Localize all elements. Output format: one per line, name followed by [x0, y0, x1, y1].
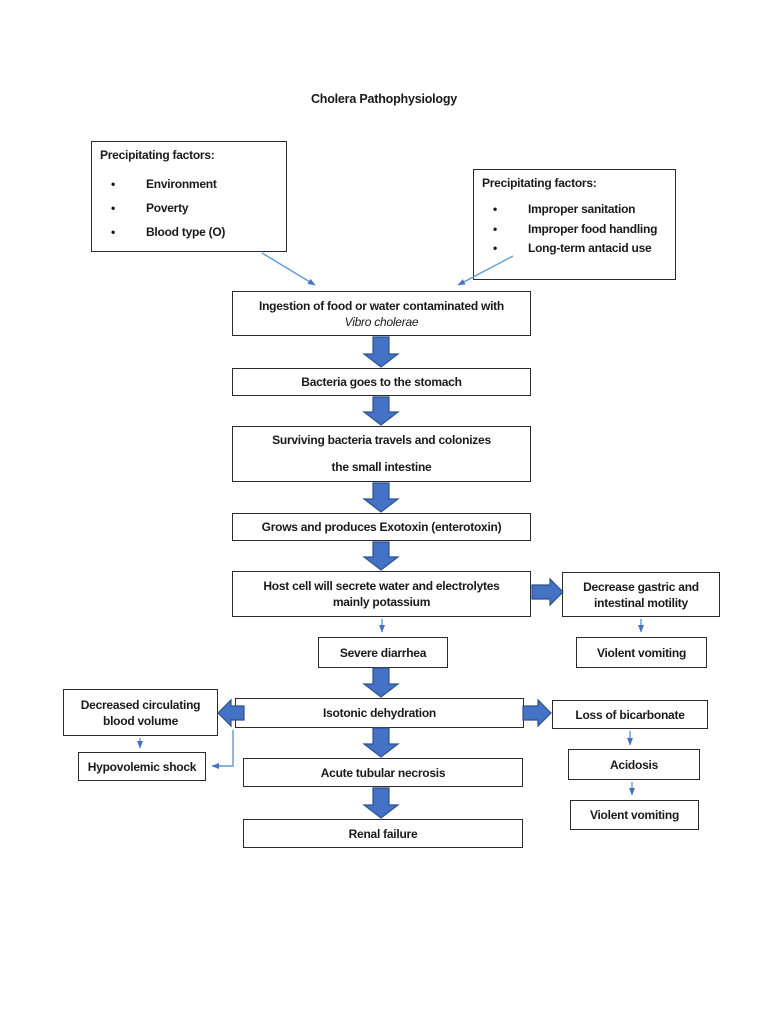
box-severe-diarrhea-label: Severe diarrhea	[339, 645, 427, 660]
block-arrow-dehydration-to-bicarbonate-icon	[522, 698, 552, 728]
box-acidosis-label: Acidosis	[609, 757, 658, 772]
box-violent-vomiting-top: Violent vomiting	[576, 637, 707, 668]
list-item: • Environment	[100, 172, 278, 196]
list-item: • Long-term antacid use	[482, 239, 667, 259]
bullet-icon: •	[111, 177, 115, 191]
list-item-label: Long-term antacid use	[528, 241, 652, 255]
factors-left-heading: Precipitating factors:	[100, 148, 215, 162]
box-ingestion-line1: Ingestion of food or water contaminated …	[258, 298, 504, 313]
bullet-icon: •	[493, 221, 497, 236]
box-ingestion: Ingestion of food or water contaminated …	[232, 291, 531, 336]
box-renal-failure-label: Renal failure	[348, 826, 418, 841]
block-arrow-dehydration-to-necrosis-icon	[362, 727, 400, 758]
box-motility-line2: intestinal motility	[594, 595, 688, 610]
box-precipitating-factors-right: Precipitating factors: • Improper sanita…	[473, 169, 676, 280]
block-arrow-diarrhea-to-dehydration-icon	[362, 667, 400, 698]
box-secrete-electrolytes: Host cell will secrete water and electro…	[232, 571, 531, 617]
box-colonize-line1: Surviving bacteria travels and colonizes	[272, 433, 491, 447]
box-loss-bicarbonate-label: Loss of bicarbonate	[575, 707, 685, 722]
connector-factors-left-to-ingestion	[261, 252, 316, 286]
block-arrow-necrosis-to-renal-icon	[362, 787, 400, 819]
bullet-icon: •	[493, 241, 497, 255]
box-severe-diarrhea: Severe diarrhea	[318, 637, 448, 668]
box-blood-volume-line1: Decreased circulating	[80, 697, 201, 712]
factors-right-list: • Improper sanitation • Improper food ha…	[482, 200, 667, 259]
bullet-icon: •	[111, 201, 115, 215]
box-isotonic-dehydration: Isotonic dehydration	[235, 698, 524, 728]
box-bacteria-stomach-label: Bacteria goes to the stomach	[301, 375, 462, 389]
block-arrow-stomach-to-colonize-icon	[362, 396, 400, 426]
list-item-label: Improper food handling	[528, 221, 658, 236]
box-bacteria-stomach: Bacteria goes to the stomach	[232, 368, 531, 396]
box-ingestion-line2: Vibro cholerae	[344, 314, 419, 329]
box-loss-bicarbonate: Loss of bicarbonate	[552, 700, 708, 729]
list-item-label: Poverty	[146, 201, 189, 215]
box-hypovolemic-shock: Hypovolemic shock	[78, 752, 206, 781]
box-hypovolemic-shock-label: Hypovolemic shock	[87, 759, 197, 774]
box-acidosis: Acidosis	[568, 749, 700, 780]
block-arrow-ingestion-to-stomach-icon	[362, 336, 400, 368]
list-item: • Blood type (O)	[100, 220, 278, 244]
box-violent-vomiting-top-label: Violent vomiting	[596, 645, 687, 660]
list-item: • Poverty	[100, 196, 278, 220]
box-precipitating-factors-left: Precipitating factors: • Environment • P…	[91, 141, 287, 252]
page-title: Cholera Pathophysiology	[310, 92, 458, 106]
list-item-label: Environment	[146, 177, 217, 191]
bullet-icon: •	[111, 225, 115, 239]
box-exotoxin-label: Grows and produces Exotoxin (enterotoxin…	[261, 520, 502, 534]
box-decreased-blood-volume: Decreased circulating blood volume	[63, 689, 218, 736]
box-motility-line1: Decrease gastric and	[583, 579, 699, 594]
factors-left-list: • Environment • Poverty • Blood type (O)	[100, 172, 278, 244]
block-arrow-exotoxin-to-secrete-icon	[362, 541, 400, 571]
box-violent-vomiting-bottom: Violent vomiting	[570, 800, 699, 830]
list-item-label: Improper sanitation	[528, 202, 636, 216]
block-arrow-secrete-to-motility-icon	[531, 577, 564, 607]
box-secrete-line1: Host cell will secrete water and electro…	[263, 579, 500, 593]
list-item-label: Blood type (O)	[146, 225, 226, 239]
bullet-icon: •	[493, 202, 497, 216]
box-decrease-motility: Decrease gastric and intestinal motility	[562, 572, 720, 617]
box-violent-vomiting-bottom-label: Violent vomiting	[589, 808, 680, 822]
box-acute-tubular-necrosis: Acute tubular necrosis	[243, 758, 523, 787]
list-item: • Improper sanitation	[482, 200, 667, 220]
box-exotoxin: Grows and produces Exotoxin (enterotoxin…	[232, 513, 531, 541]
list-item: • Improper food handling	[482, 220, 667, 240]
factors-right-heading: Precipitating factors:	[482, 176, 597, 190]
box-renal-failure: Renal failure	[243, 819, 523, 848]
box-secrete-line2: mainly potassium	[332, 595, 431, 609]
box-isotonic-dehydration-label: Isotonic dehydration	[322, 706, 436, 720]
box-colonize-line2: the small intestine	[331, 460, 432, 474]
box-colonize-intestine: Surviving bacteria travels and colonizes…	[232, 426, 531, 482]
block-arrow-colonize-to-exotoxin-icon	[362, 482, 400, 513]
box-blood-volume-line2: blood volume	[103, 713, 178, 728]
box-acute-tubular-necrosis-label: Acute tubular necrosis	[320, 765, 446, 780]
